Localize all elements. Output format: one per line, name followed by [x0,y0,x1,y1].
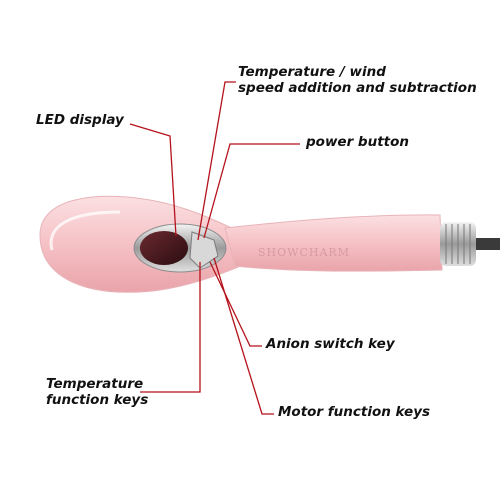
led-display-screen [140,231,188,265]
control-keys[interactable] [189,231,219,269]
label-anion-switch-key: Anion switch key [266,336,395,352]
label-motor-function-keys: Motor function keys [278,404,431,420]
label-temperature-wind: Temperature / wind speed addition and su… [238,64,477,96]
callout-line-power [203,143,300,239]
air-vent-end [440,222,500,266]
callout-line-temp-keys [140,262,201,393]
callout-line-temp-wind [197,81,236,241]
callout-line-motor [213,257,274,415]
label-temperature-function-keys: Temperature function keys [46,376,149,408]
brand-logo: SHOWCHARM [258,246,350,259]
handle [224,214,443,272]
label-power-button: power button [306,134,409,150]
callout-line-led [129,123,177,237]
brush-head-highlight [49,210,121,251]
label-led-display: LED display [36,112,124,128]
callout-lines [129,81,300,415]
